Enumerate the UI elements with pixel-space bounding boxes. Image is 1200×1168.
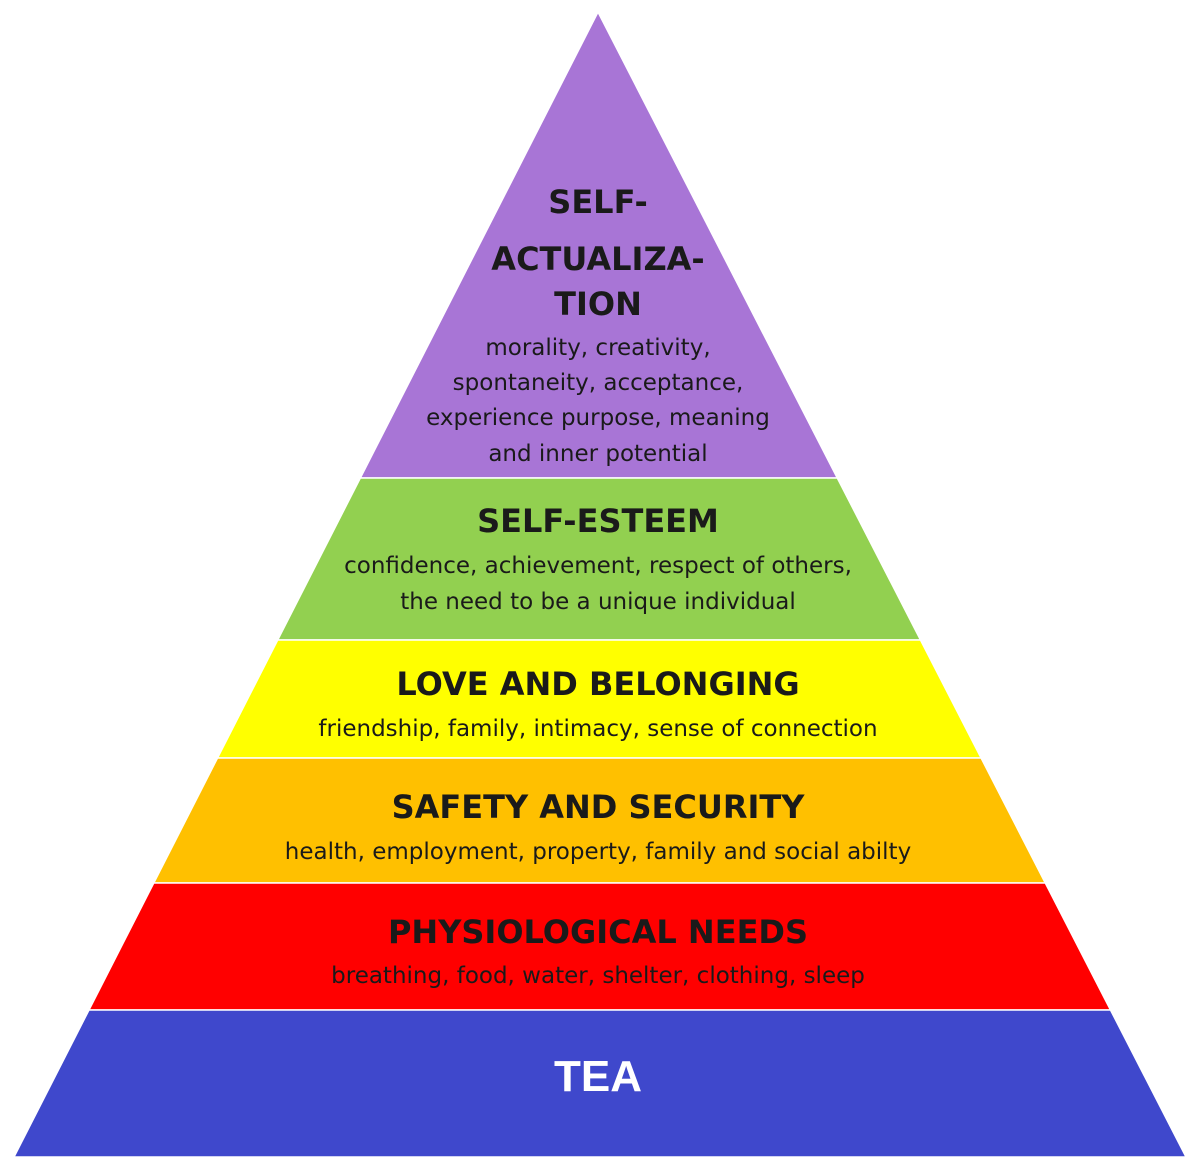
band-tea (12, 1009, 1188, 1158)
self-esteem-description-line: confidence, achievement, respect of othe… (344, 553, 852, 579)
pyramid-labels: SELF- ACTUALIZA- TION morality, creativity,… (285, 183, 911, 1101)
self-actualization-title-line: SELF- (548, 183, 647, 221)
love-and-belonging-title-line: LOVE AND BELONGING (396, 665, 799, 703)
self-actualization-title-line: ACTUALIZA- (491, 240, 704, 278)
self-actualization-description-line: experience purpose, meaning (426, 405, 770, 431)
safety-and-security-title-line: SAFETY AND SECURITY (392, 788, 806, 826)
safety-and-security-description-line: health, employment, property, family and… (285, 839, 911, 865)
self-actualization-title-line: TION (554, 285, 642, 323)
self-esteem-description-line: the need to be a unique individual (400, 589, 796, 615)
tea-title-line: TEA (554, 1052, 642, 1101)
love-and-belonging-description-line: friendship, family, intimacy, sense of c… (318, 716, 877, 742)
physiological-needs-description-line: breathing, food, water, shelter, clothin… (331, 963, 865, 989)
physiological-needs-title-line: PHYSIOLOGICAL NEEDS (388, 913, 808, 951)
self-actualization-description-line: spontaneity, acceptance, (453, 370, 744, 396)
self-actualization-description-line: and inner potential (488, 441, 707, 467)
pyramid-bands (12, 10, 1188, 1158)
self-esteem-title-line: SELF-ESTEEM (477, 502, 719, 540)
self-actualization-description-line: morality, creativity, (485, 335, 710, 361)
